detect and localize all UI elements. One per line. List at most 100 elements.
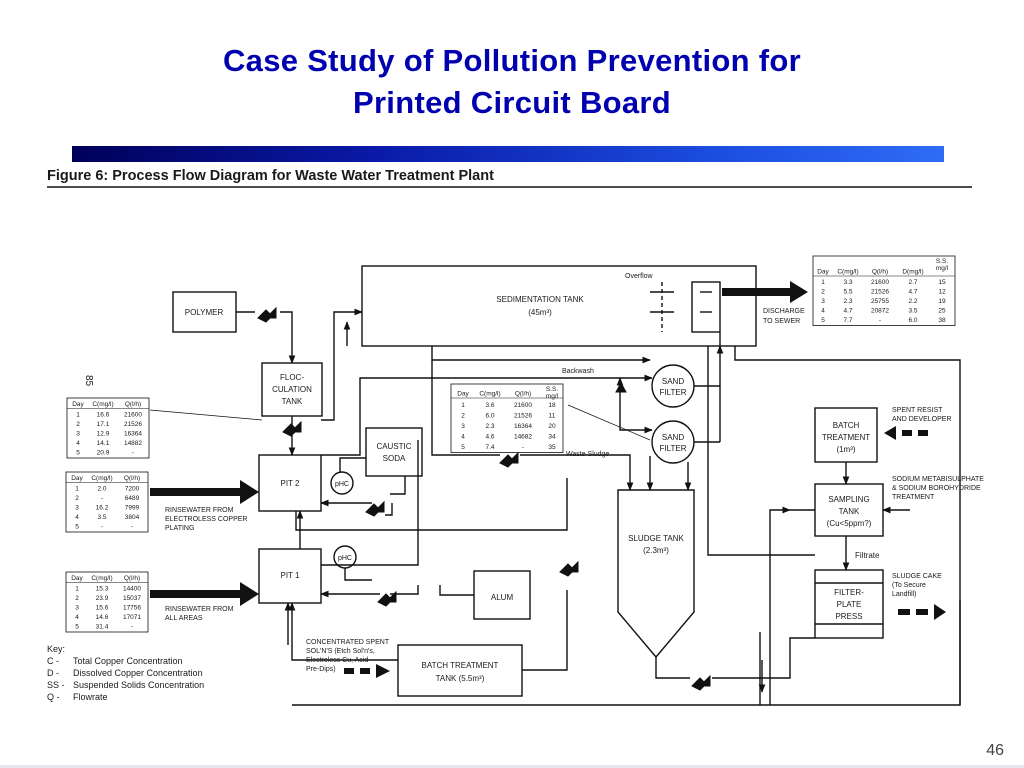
floc-table-cell: 21600 — [124, 412, 142, 419]
discharge-header-cell: S.S. — [936, 258, 948, 265]
thick-arrow-all-areas — [150, 582, 259, 606]
sand-filter-1 — [651, 364, 695, 408]
electroless-header-cell: Q(l/h) — [124, 475, 140, 482]
floc-table-cell: 1 — [76, 412, 80, 419]
electroless-table-cell: 3 — [75, 505, 79, 512]
all_areas-header-cell: Q(l/h) — [124, 575, 140, 582]
floc-header-cell: Q(l/h) — [125, 401, 141, 408]
batch-1-label-1: BATCH — [833, 421, 860, 430]
spent-resist-label-1: SPENT RESIST — [892, 407, 943, 414]
middle-table-cell: - — [522, 444, 524, 451]
all_areas-header-cell: Day — [71, 575, 83, 582]
floc-table-cell: - — [132, 450, 134, 457]
floc-label-1: FLOC- — [280, 373, 304, 382]
discharge-table-cell: - — [879, 317, 881, 324]
floc-label-3: TANK — [282, 397, 303, 406]
sludge-tank-label-2: (2.3m³) — [643, 546, 669, 555]
electroless-table-cell: 2.0 — [97, 486, 106, 493]
floc-table-cell: 2 — [76, 421, 80, 428]
discharge-table-cell: 12 — [938, 289, 946, 296]
discharge-table-cell: 25755 — [871, 298, 889, 305]
overflow-label: Overflow — [625, 273, 654, 280]
middle-table-cell: 7.4 — [485, 444, 494, 451]
pump-icon — [559, 560, 579, 577]
discharge-header-cell: Q(l/h) — [872, 269, 888, 276]
all_areas-header-cell: C(mg/l) — [91, 575, 112, 582]
middle-table-cell: 6.0 — [485, 413, 494, 420]
middle-table-cell: 18 — [548, 402, 556, 409]
sodium-label-3: TREATMENT — [892, 494, 935, 501]
floc-label-2: CULATION — [272, 385, 312, 394]
concentrated-label-2: SOL'N'S (Etch Sol'n's, — [306, 648, 375, 655]
middle-table-cell: 1 — [461, 402, 465, 409]
all_areas-table-cell: 14.6 — [96, 614, 109, 621]
middle-table-cell: 3.6 — [485, 402, 494, 409]
floc-table-cell: 5 — [76, 450, 80, 457]
discharge-table-cell: 19 — [938, 298, 946, 305]
sand-filter-2 — [651, 420, 695, 464]
electroless-table-cell: 3.5 — [97, 514, 106, 521]
phc-sensor-2 — [330, 471, 354, 495]
discharge-table-cell: 3.5 — [908, 308, 917, 315]
floc-table-border — [66, 397, 150, 459]
discharge-table-cell: 7.7 — [843, 317, 852, 324]
waste-sludge-label: Waste Sludge — [566, 451, 609, 458]
figure-caption: Figure 6: Process Flow Diagram for Waste… — [47, 168, 494, 184]
sampling-label-3: (Cu<5ppm?) — [827, 519, 872, 528]
middle-table-cell: 21526 — [514, 413, 532, 420]
floc-table-cell: 3 — [76, 431, 80, 438]
key-desc-d: Dissolved Copper Concentration — [73, 668, 203, 678]
dashed-arrow-sludge-cake — [898, 609, 910, 615]
discharge-table-cell: 6.0 — [908, 317, 917, 324]
all_areas-table-cell: - — [131, 624, 133, 631]
all_areas-table-cell: 15037 — [123, 595, 141, 602]
sampling-label-1: SAMPLING — [828, 495, 869, 504]
rinse-electroless-label-1: RINSEWATER FROM — [165, 507, 234, 514]
backwash-label: Backwash — [562, 368, 594, 375]
middle-table-cell: 20 — [548, 423, 556, 430]
discharge-table-cell: 4.7 — [908, 289, 917, 296]
electroless-table-cell: 5 — [75, 524, 79, 531]
all_areas-table-cell: 3 — [75, 605, 79, 612]
middle-table-cell: 11 — [549, 413, 556, 420]
discharge-table-cell: 2.2 — [908, 298, 917, 305]
filter-press-label-1: FILTER- — [834, 588, 864, 597]
middle-header-cell: C(mg/l) — [479, 391, 500, 398]
all_areas-table-cell: 31.4 — [96, 624, 109, 631]
middle-table-cell: 21600 — [514, 402, 532, 409]
pit2-label: PIT 2 — [281, 479, 301, 488]
thick-arrow-electroless — [150, 480, 259, 504]
title-underline-bar — [72, 146, 944, 162]
electroless-table-cell: 7200 — [125, 486, 140, 493]
phc-1-label: pHC — [338, 555, 352, 562]
key-code-c: C - — [47, 656, 59, 666]
middle-table-border — [450, 383, 564, 453]
discharge-table-cell: 2.3 — [843, 298, 852, 305]
key-code-d: D - — [47, 668, 59, 678]
all_areas-table-cell: 17756 — [123, 605, 141, 612]
electroless-table-cell: 16.2 — [96, 505, 109, 512]
pump-icon — [282, 420, 302, 437]
key-desc-ss: Suspended Solids Concentration — [73, 680, 204, 690]
concentrated-label-1: CONCENTRATED SPENT — [306, 639, 390, 646]
sand-filter-2-label-2: FILTER — [660, 444, 687, 453]
sludge-cake-label-2: (To Secure — [892, 582, 926, 589]
batch-tank-label-1: BATCH TREATMENT — [422, 661, 499, 670]
discharge-table-cell: 38 — [938, 317, 946, 324]
all_areas-table-cell: 4 — [75, 614, 79, 621]
all_areas-table-cell: 14400 — [123, 586, 141, 593]
electroless-table-border — [65, 471, 149, 533]
concentrated-label-3: Electroless Cu, Acid — [306, 657, 368, 664]
phc-2-label: pHC — [335, 481, 349, 488]
dashed-arrow-concentrated — [344, 668, 354, 674]
discharge-table-cell: 2.7 — [908, 279, 917, 286]
floc-table-cell: 16.6 — [97, 412, 110, 419]
middle-table-cell: 35 — [548, 444, 556, 451]
sand-filter-2-label-1: SAND — [662, 433, 684, 442]
sludge-cake-label-3: Landfill) — [892, 591, 917, 598]
floc-header-cell: Day — [72, 401, 84, 408]
discharge-table-cell: 21526 — [871, 289, 889, 296]
middle-table-cell: 2 — [461, 413, 465, 420]
middle-header-cell: Day — [457, 391, 469, 398]
